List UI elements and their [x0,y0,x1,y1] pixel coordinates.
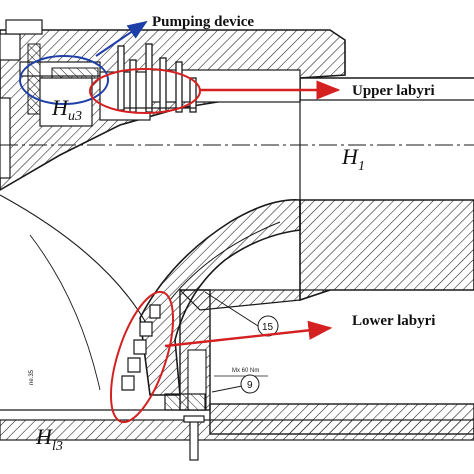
svg-text:u3: u3 [68,109,82,124]
pumping-device-arrow [95,20,148,57]
side-note: ne.35 [29,369,35,385]
lower-labyrinth-teeth [121,304,206,411]
callout-9: 9 [211,374,260,394]
lower-labyrinth-label: Lower labyri [352,313,435,329]
h-l3-label: H l3 [35,424,63,454]
lower-labyrinth-arrow [164,320,333,348]
svg-text:9: 9 [247,380,253,391]
h-u3-label: H u3 [51,95,82,124]
svg-text:H: H [35,424,53,449]
h-1-label: H 1 [341,144,365,174]
svg-text:15: 15 [262,322,274,333]
pumping-device-ellipse [19,55,109,105]
lower-casing [0,199,474,441]
svg-text:l3: l3 [52,439,63,454]
outlet-contour [0,77,474,200]
bolt [183,415,205,461]
svg-text:H: H [341,144,359,169]
lower-labyrinth-ellipse [109,290,175,424]
torque-note: Mx 60 Nm [232,368,259,374]
upper-labyrinth-teeth [117,43,197,113]
upper-labyrinth-label: Upper labyri [352,83,435,99]
pumping-device-label: Pumping device [152,14,254,30]
svg-text:1: 1 [358,159,365,174]
svg-text:H: H [51,95,69,120]
callout-15: 15 [204,291,279,337]
